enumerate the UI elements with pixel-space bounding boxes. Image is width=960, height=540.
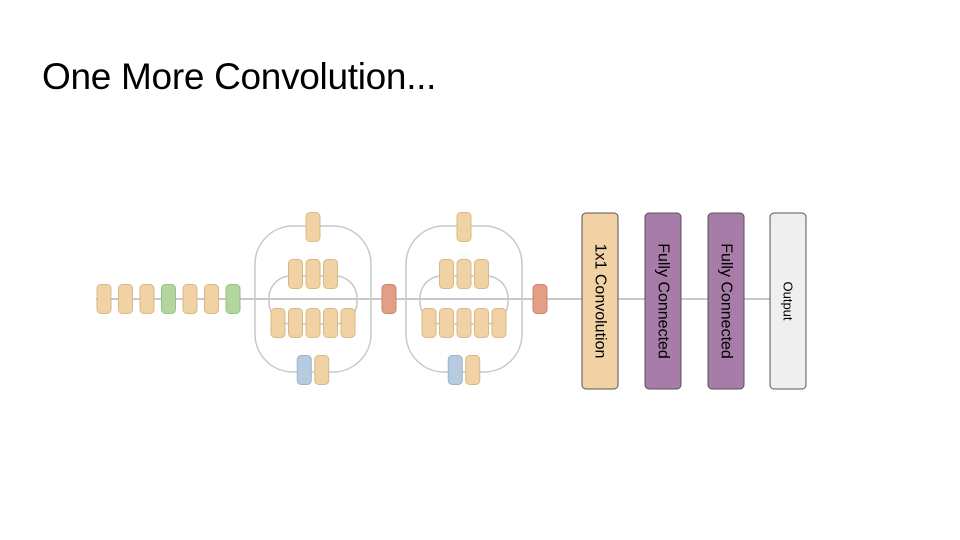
head-box-rect (769, 212, 807, 390)
branch-layer-conv (270, 308, 286, 338)
branch-layer-conv (314, 355, 330, 385)
reduction-layer (532, 284, 548, 314)
head-box-label: 1x1 Convolution (592, 244, 609, 359)
branch-layer-conv (305, 212, 321, 242)
branch-layer-conv (340, 308, 356, 338)
branch-layer-conv (439, 259, 454, 289)
inception-block (254, 212, 397, 385)
head-box-fc: Fully Connected (644, 212, 682, 390)
branch-layer-conv (288, 308, 303, 338)
head-box-label: Output (781, 281, 796, 320)
branch-layer-conv (474, 308, 489, 338)
branch-layer-blue (296, 355, 312, 385)
inception-block (405, 212, 548, 385)
branch-layer-conv (456, 212, 472, 242)
branch-layer-blue (447, 355, 463, 385)
branch-layer-conv (465, 355, 481, 385)
head-box-fc: Fully Connected (707, 212, 745, 390)
inception-blocks (254, 212, 548, 385)
head-box-conv: 1x1 Convolution (581, 212, 619, 390)
head-box-rect (707, 212, 745, 390)
branch-layer-conv (439, 308, 454, 338)
stem-layer-conv (139, 284, 155, 314)
head-box-label: Fully Connected (655, 243, 672, 359)
stem-layer-conv (182, 284, 198, 314)
branch-layer-conv (491, 308, 507, 338)
branch-layer-conv (323, 308, 338, 338)
branch-layer-conv (421, 308, 437, 338)
branch-layer-conv (305, 259, 321, 289)
branch-layer-conv (456, 308, 472, 338)
head-box-output: Output (769, 212, 807, 390)
stem-layers (96, 284, 241, 314)
reduction-layer (381, 284, 397, 314)
stem-layer-conv (118, 284, 133, 314)
branch-layer-conv (323, 259, 338, 289)
branch-layer-conv (305, 308, 321, 338)
stem-layer-conv (96, 284, 112, 314)
stem-layer-pool (161, 284, 176, 314)
branch-layer-conv (288, 259, 303, 289)
branch-layer-conv (456, 259, 472, 289)
head-box-rect (644, 212, 682, 390)
stem-layer-pool (225, 284, 241, 314)
head-box-label: Fully Connected (718, 243, 735, 359)
branch-layer-conv (474, 259, 489, 289)
head-boxes: 1x1 Convolution Fully Connected Fully Conn… (581, 212, 807, 390)
head-box-rect (581, 212, 619, 390)
slide-title: One More Convolution... (42, 56, 437, 97)
stem-layer-conv (204, 284, 219, 314)
